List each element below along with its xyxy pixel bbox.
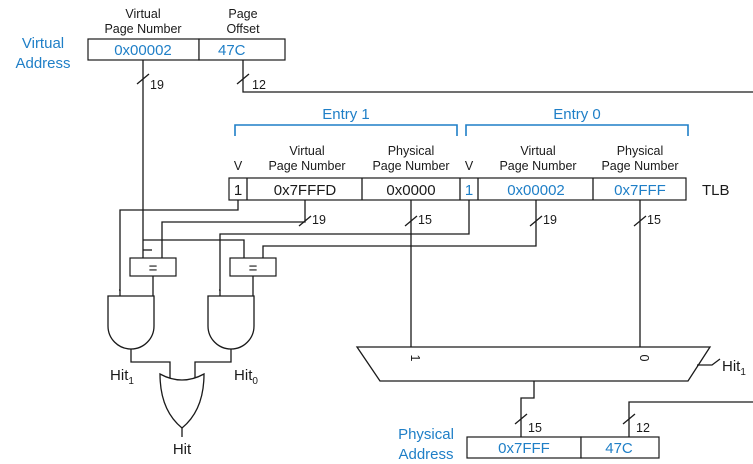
- e1-ppn-header-line1: Physical: [388, 144, 435, 158]
- e0-ppn-width: 15: [647, 213, 661, 227]
- va-vpn-header-line1: Virtual: [125, 7, 160, 21]
- e0-ppn-header-line1: Physical: [617, 144, 664, 158]
- va-offset-header-line2: Offset: [226, 22, 260, 36]
- e1-v-value: 1: [234, 182, 242, 199]
- va-offset-value: 47C: [218, 42, 246, 59]
- pa-offset-wire: [628, 401, 753, 437]
- e1-ppn-header-line2: Page Number: [372, 159, 449, 173]
- e0-v-value: 1: [465, 182, 473, 199]
- e0-ppn-header-line2: Page Number: [601, 159, 678, 173]
- e0-vpn-width: 19: [543, 213, 557, 227]
- e1-vpn-value: 0x7FFFD: [274, 182, 337, 199]
- e0-vpn-value: 0x00002: [507, 182, 565, 199]
- hit1-label: Hit1: [110, 367, 134, 387]
- mux-select-wire: [697, 358, 721, 366]
- entry1-title: Entry 1: [322, 106, 370, 123]
- physical-address-label-line2: Address: [398, 446, 453, 463]
- mux-input1-label: 1: [408, 355, 422, 362]
- physical-address-label-line1: Physical: [398, 426, 454, 443]
- va-offset-width: 12: [252, 78, 266, 92]
- e0-v-header: V: [465, 159, 474, 173]
- pa-ppn-value: 0x7FFF: [498, 440, 550, 457]
- va-vpn-bus-slash: [136, 73, 150, 85]
- e0-vpn-wire: [262, 200, 537, 258]
- comparator-1-symbol: =: [149, 260, 158, 277]
- tlb-label: TLB: [702, 182, 730, 199]
- hit0-label: Hit0: [234, 367, 258, 387]
- or-gate: [159, 372, 205, 429]
- virtual-address-label-line1: Virtual: [22, 35, 64, 52]
- va-offset-wire: [242, 60, 753, 93]
- va-vpn-header-line2: Page Number: [104, 22, 181, 36]
- and-gate-1: [107, 295, 155, 350]
- pa-offset-field: [580, 436, 660, 459]
- comp1-inputs: [142, 250, 163, 258]
- va-offset-field: [198, 38, 286, 61]
- e1-ppn-width: 15: [418, 213, 432, 227]
- e1-v-header: V: [234, 159, 243, 173]
- mux-out-wire: [520, 381, 535, 437]
- pa-offset-value: 47C: [605, 440, 633, 457]
- tlb-row: [228, 177, 687, 201]
- entry0-title: Entry 0: [553, 106, 601, 123]
- and-gate-0: [207, 295, 255, 350]
- hit1-wire: [130, 349, 171, 382]
- e1-vpn-bus-slash: [298, 215, 312, 227]
- pa-ppn-bus-slash: [514, 413, 528, 425]
- comparator-0-symbol: =: [249, 260, 258, 277]
- e0-vpn-header-line2: Page Number: [499, 159, 576, 173]
- mux-select-label: Hit1: [722, 358, 746, 378]
- entry1-brace: [234, 124, 458, 136]
- hit-label: Hit: [173, 441, 192, 458]
- hit0-wire: [194, 349, 232, 382]
- e1-vpn-width: 19: [312, 213, 326, 227]
- pa-offset-bus-slash: [622, 413, 636, 425]
- e0-ppn-bus-slash: [633, 215, 647, 227]
- e1-ppn-bus-slash: [404, 215, 418, 227]
- e1-ppn-value: 0x0000: [386, 182, 435, 199]
- e0-ppn-value: 0x7FFF: [614, 182, 666, 199]
- e1-vpn-header-line2: Page Number: [268, 159, 345, 173]
- e0-vpn-bus-slash: [529, 215, 543, 227]
- mux-input0-label: 0: [637, 355, 651, 362]
- pa-ppn-width: 15: [528, 421, 542, 435]
- virtual-address-label-line2: Address: [15, 55, 70, 72]
- entry0-brace: [465, 124, 689, 136]
- mux: [355, 346, 712, 382]
- va-vpn-to-comp0: [143, 239, 245, 258]
- e1-vpn-wire: [161, 200, 306, 250]
- va-offset-bus-slash: [236, 73, 250, 85]
- tlb-dividers: [246, 178, 594, 200]
- e1-vpn-header-line1: Virtual: [289, 144, 324, 158]
- va-vpn-value: 0x00002: [114, 42, 172, 59]
- va-vpn-width: 19: [150, 78, 164, 92]
- pa-offset-width: 12: [636, 421, 650, 435]
- va-offset-header-line1: Page: [228, 7, 257, 21]
- e0-vpn-header-line1: Virtual: [520, 144, 555, 158]
